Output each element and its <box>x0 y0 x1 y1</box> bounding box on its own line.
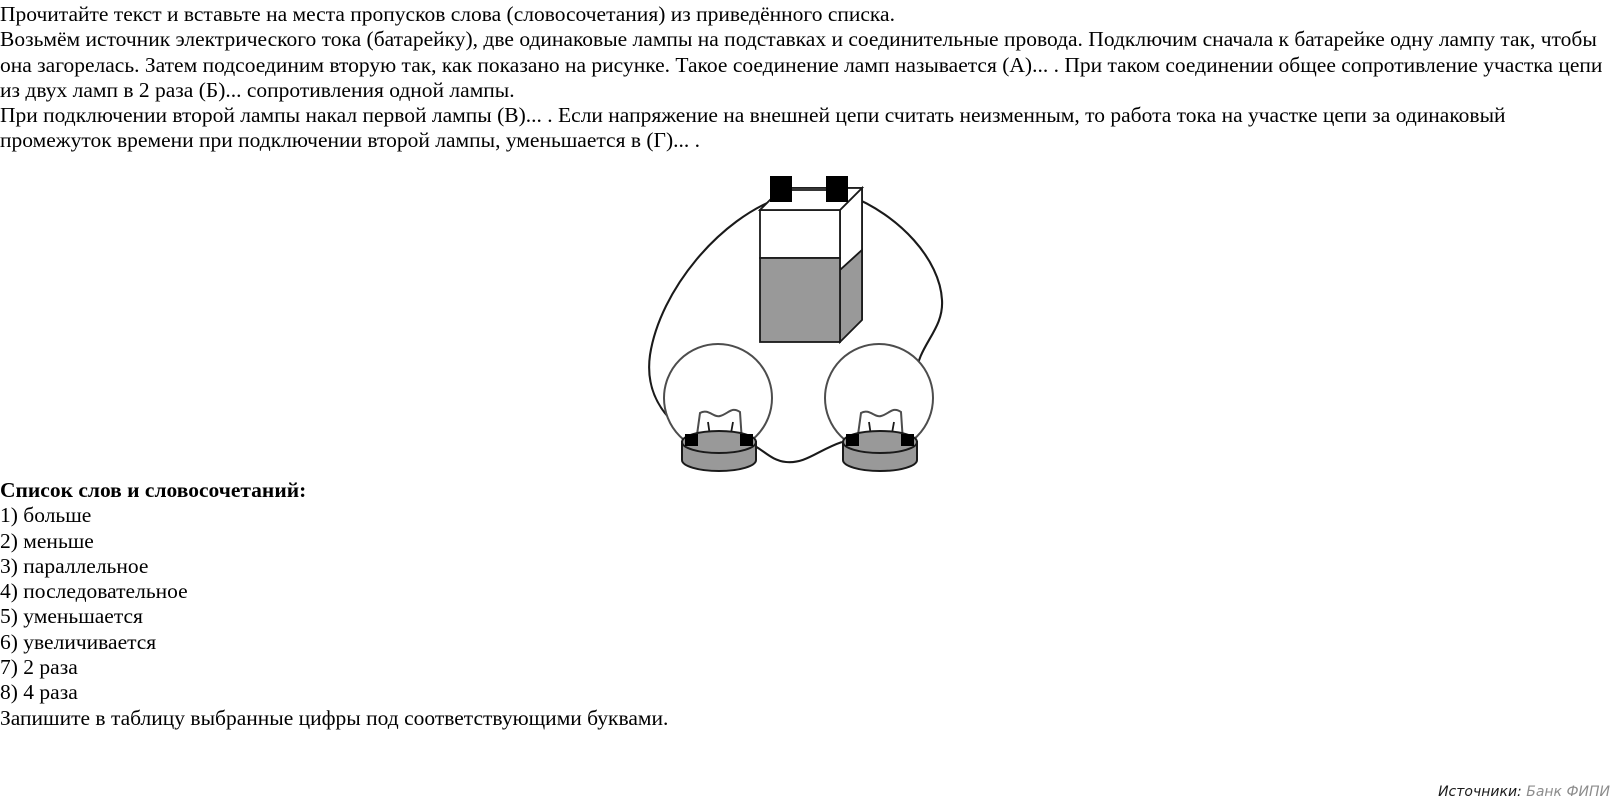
source-label: Источники: <box>1438 784 1522 800</box>
word-list-closing-instruction: Запишите в таблицу выбранные цифры под с… <box>0 705 669 730</box>
list-item: 1) больше <box>0 503 92 528</box>
list-item: 5) уменьшается <box>0 604 143 629</box>
word-list-title: Список слов и словосочетаний: <box>0 478 307 502</box>
list-item: 7) 2 раза <box>0 655 78 680</box>
list-item: 2) меньше <box>0 528 94 553</box>
lamp-left-terminal-outer <box>685 434 698 446</box>
passage-line-3: При подключении второй лампы накал перво… <box>0 103 1506 153</box>
battery-front-gray <box>759 257 841 343</box>
list-item: 3) параллельное <box>0 553 149 578</box>
lamp-left <box>663 343 773 472</box>
battery-terminal-right <box>826 176 848 202</box>
battery-terminal-left <box>770 176 792 202</box>
source-value: Банк ФИПИ <box>1526 784 1610 800</box>
circuit-figure <box>600 170 1000 480</box>
passage-line-1: Прочитайте текст и вставьте на места про… <box>0 2 895 26</box>
list-item: 6) увеличивается <box>0 629 157 654</box>
lamp-left-stand-top <box>681 430 757 454</box>
lamp-right <box>824 343 934 472</box>
lamp-left-terminal-inner <box>740 434 753 446</box>
battery <box>757 176 865 345</box>
list-item: 4) последовательное <box>0 579 188 604</box>
question-passage: Прочитайте текст и вставьте на места про… <box>0 2 1612 154</box>
lamp-right-terminal-outer <box>901 434 914 446</box>
lamp-right-terminal-inner <box>846 434 859 446</box>
source-attribution: Источники: Банк ФИПИ <box>1438 784 1610 800</box>
word-list: Список слов и словосочетаний: 1) больше … <box>0 478 900 731</box>
list-item: 8) 4 раза <box>0 680 78 705</box>
lamp-right-stand-top <box>842 430 918 454</box>
battery-front-white <box>759 209 841 259</box>
passage-line-2: Возьмём источник электрического тока (ба… <box>0 27 1603 102</box>
